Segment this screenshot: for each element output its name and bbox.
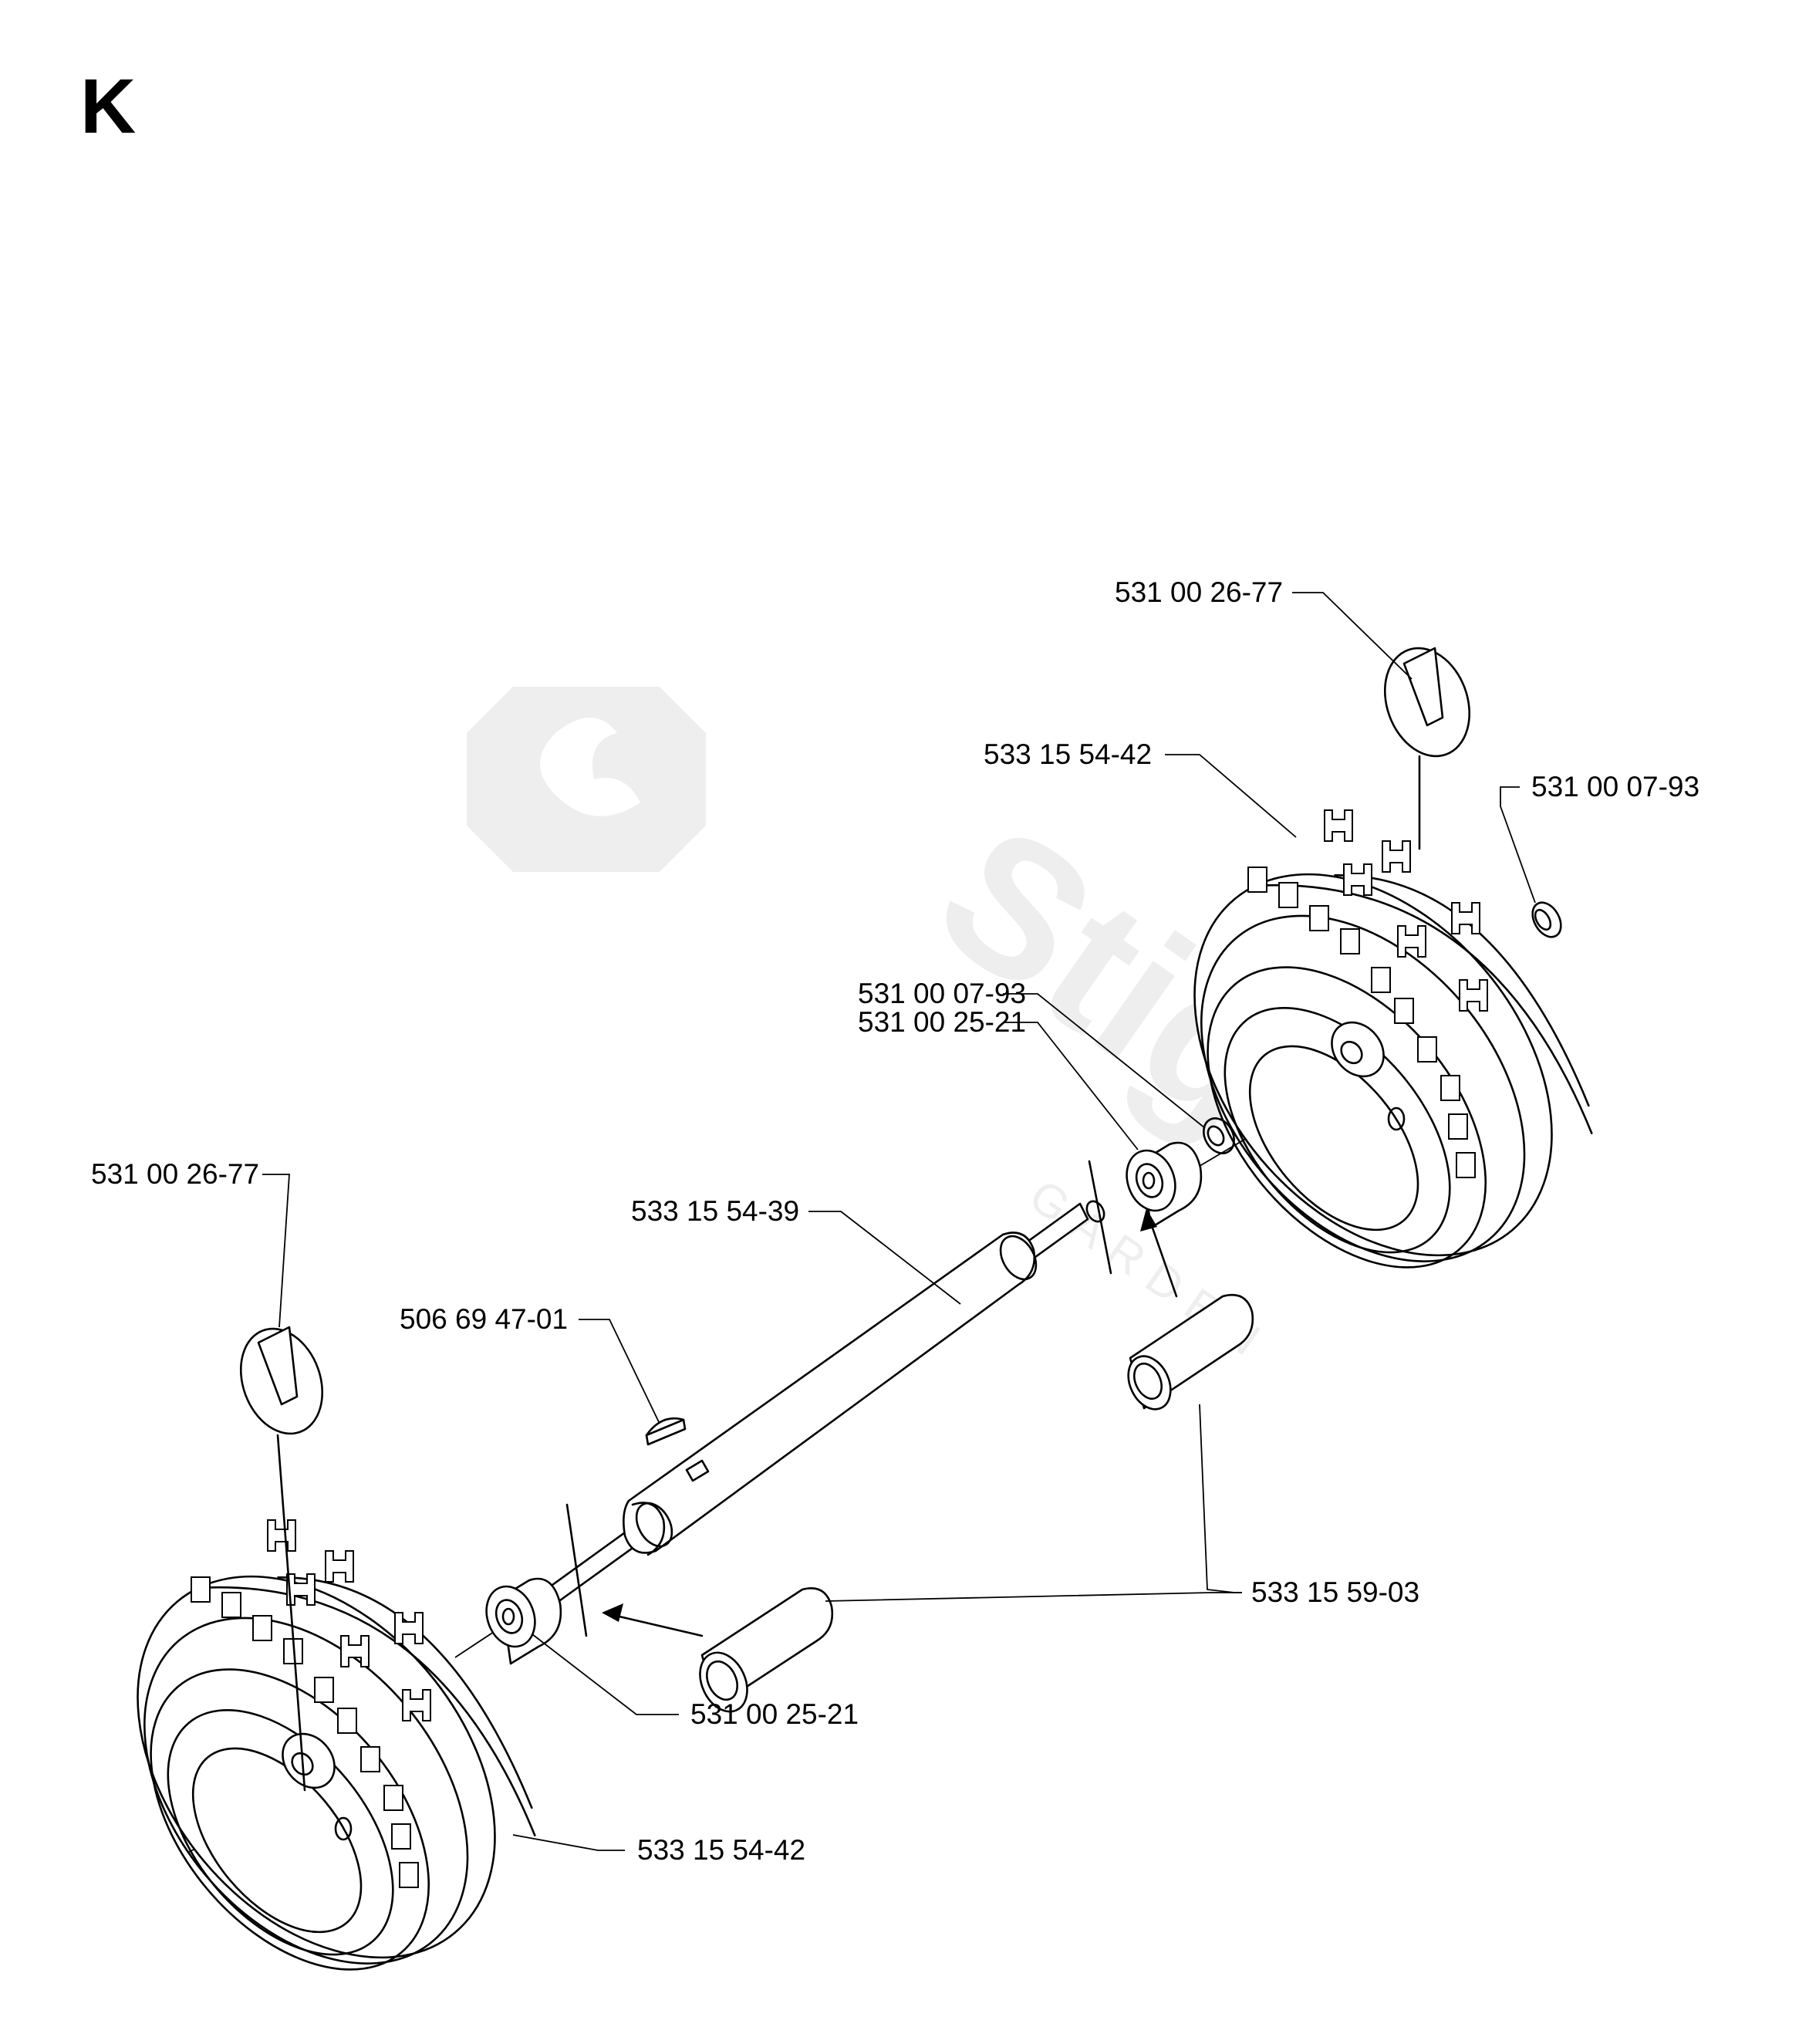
lynch-pin-right — [1383, 647, 1471, 850]
arrow-icon — [602, 1603, 704, 1637]
washer-inner-right — [1203, 1117, 1235, 1154]
callout-axle: 533 15 54-39 — [631, 1195, 799, 1227]
axle — [538, 1200, 1105, 1609]
callout-wheel-right: 533 15 54-42 — [984, 738, 1152, 770]
bearing-left — [485, 1577, 562, 1665]
callout-wheel-left: 533 15 54-42 — [637, 1834, 805, 1866]
callout-lynch-pin-left: 531 00 26-77 — [91, 1158, 259, 1190]
key — [645, 1417, 687, 1446]
callout-bearing-right: 531 00 25-21 — [858, 1006, 1026, 1038]
lynch-pin-left — [239, 1326, 324, 1792]
bearing-right — [1126, 1141, 1203, 1229]
axle-pin-marks — [565, 1160, 1112, 1637]
hub-left — [282, 1732, 353, 1841]
hub-right — [1331, 1021, 1406, 1131]
arrow-icon — [1140, 1208, 1178, 1298]
callout-washer-outer-right: 531 00 07-93 — [1531, 771, 1699, 802]
callout-lynch-pin-right: 531 00 26-77 — [1115, 576, 1283, 608]
callout-bushing: 533 15 59-03 — [1251, 1576, 1419, 1608]
callout-washer-inner-right: 531 00 07-93 — [858, 978, 1026, 1009]
bushing-left — [699, 1587, 834, 1713]
stiga-logo-icon — [467, 687, 706, 872]
callout-labels: 531 00 26-77 533 15 54-42 531 00 07-93 5… — [91, 576, 1699, 1866]
callout-key: 506 69 47-01 — [400, 1303, 568, 1335]
section-letter: K — [80, 63, 137, 150]
bushing-right — [1127, 1293, 1254, 1411]
callout-bearing-left: 531 00 25-21 — [690, 1698, 859, 1730]
leader-lines — [262, 592, 1536, 1851]
washer-outer-right — [1531, 901, 1562, 938]
